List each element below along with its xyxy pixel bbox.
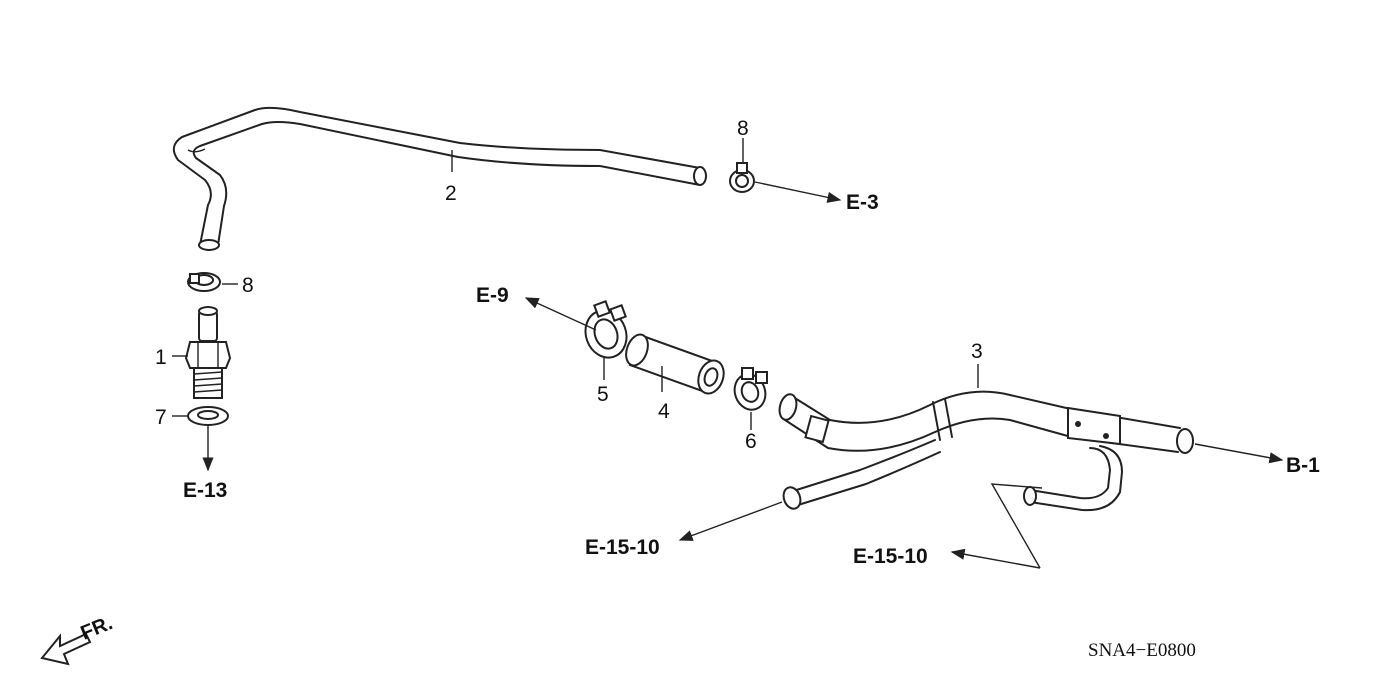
- reference-b-1: B-1: [1286, 454, 1320, 477]
- part-number-4: 4: [658, 400, 670, 423]
- hose-clamp-part-6: [733, 367, 768, 430]
- reference-e-15-10-right: E-15-10: [853, 545, 928, 568]
- part-number-6: 6: [745, 430, 757, 453]
- front-direction-indicator: FR.: [40, 612, 116, 666]
- part-number-5: 5: [597, 383, 609, 406]
- hose-clamp-part-8-left: [187, 272, 238, 292]
- front-label: FR.: [78, 612, 116, 644]
- connector-hose-part-4: [625, 333, 725, 395]
- pcv-hose-part-2: [172, 106, 707, 251]
- diagram-code: SNA4−E0800: [1088, 640, 1196, 661]
- part-number-2: 2: [445, 182, 457, 205]
- pcv-valve-part-1: [172, 306, 232, 399]
- hose-clamp-part-5: [584, 300, 628, 380]
- hose-clamp-part-8-top: [729, 138, 755, 193]
- part-number-8-top: 8: [737, 117, 749, 140]
- reference-e-3: E-3: [846, 191, 879, 214]
- part-number-1: 1: [155, 346, 167, 369]
- reference-e-13: E-13: [183, 479, 227, 502]
- hose-assembly-part-3: [778, 364, 1194, 512]
- leader-arrows: [202, 181, 1284, 569]
- part-number-7: 7: [155, 406, 167, 429]
- part-number-3: 3: [971, 340, 983, 363]
- front-arrow-icon: [40, 632, 92, 666]
- washer-part-7: [172, 406, 229, 426]
- reference-e-15-10-left: E-15-10: [585, 536, 660, 559]
- reference-e-9: E-9: [476, 284, 509, 307]
- part-number-8-left: 8: [242, 274, 254, 297]
